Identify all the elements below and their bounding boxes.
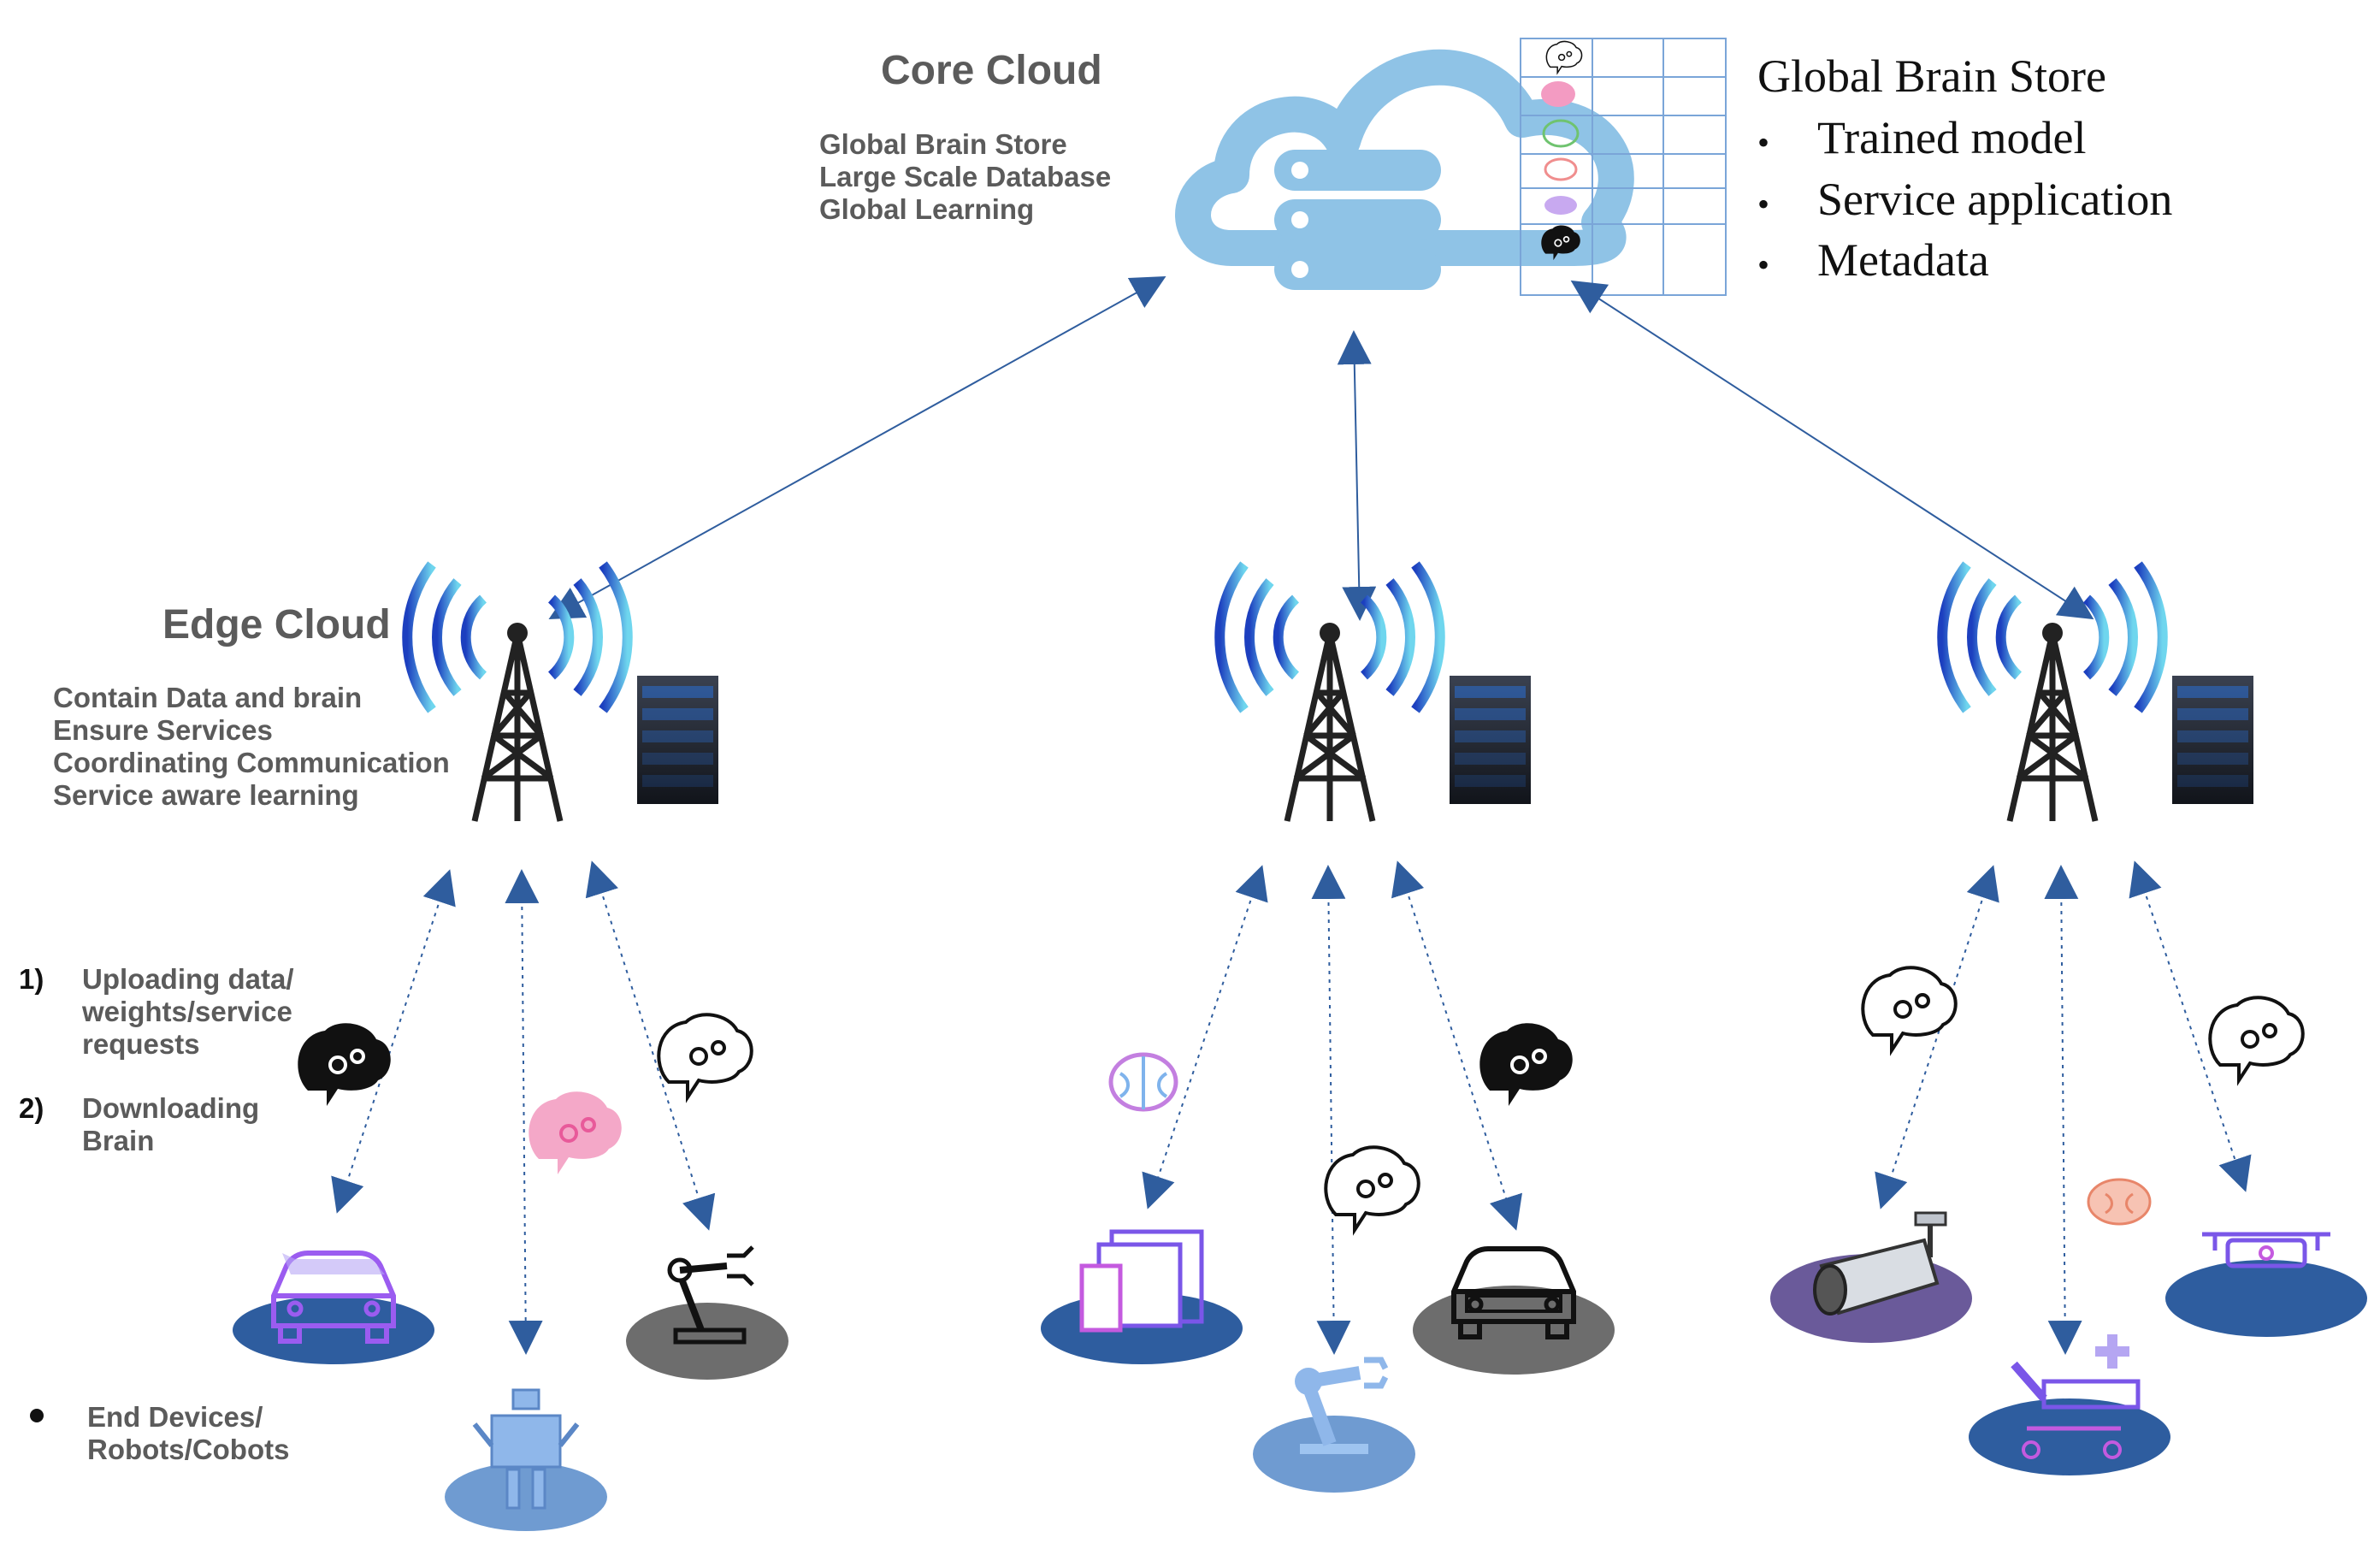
edge-cloud-line-1: Contain Data and brain [53,682,363,713]
brain-store-title: Global Brain Store [1757,50,2106,102]
edge-cloud-line-3: Coordinating Communication [53,747,450,778]
medical-robot-device [1969,1334,2170,1475]
core-cloud-line-3: Global Learning [819,193,1035,225]
brain-gear-icon [657,1013,753,1099]
tablet-device [1041,1229,1243,1364]
brain-store-item-1: •Trained model [1757,112,2087,163]
edge-cloud-line-4: Service aware learning [53,779,359,811]
legend-devices-line-2: Robots/Cobots [87,1434,290,1465]
robot-arm-device [626,1245,788,1380]
legend-step-1-line-1: Uploading data/ [82,963,294,995]
legend-step-1-line-2: weights/service [82,996,292,1027]
legend-step-2-number: 2) [19,1092,44,1124]
cell-tower-icon [1942,565,2253,821]
car-device [1413,1249,1615,1375]
cell-tower-icon [407,565,718,821]
brain-gear-icon [2208,996,2305,1082]
edge-cloud-line-2: Ensure Services [53,714,273,746]
brain-store-item-2: •Service application [1757,174,2173,225]
brain-store-icons [1540,40,1583,262]
robot-arm-device [1253,1357,1415,1493]
legend-step-2-line-2: Brain [82,1125,155,1156]
core-cloud-icon [1175,49,1634,290]
brain-icon [2087,1178,2152,1226]
core-edge-links [548,276,2094,621]
brain-gear-icon [529,1091,622,1174]
core-cloud-title: Core Cloud [881,48,1102,93]
legend-step-1-number: 1) [19,963,44,995]
brain-store-table [1520,38,1727,296]
legend-devices-line-1: End Devices/ [87,1401,263,1433]
edge-cloud-title: Edge Cloud [162,602,391,647]
security-camera-device [1770,1211,1972,1343]
legend-step-2-line-1: Downloading [82,1092,260,1124]
brain-store-item-3: •Metadata [1757,234,1989,286]
core-cloud-line-1: Global Brain Store [819,128,1067,160]
edge-device-links [331,860,2252,1355]
brain-gear-icon [1324,1145,1420,1232]
robot-device [445,1388,607,1531]
legend-bullet [30,1409,44,1422]
car-device [233,1253,434,1364]
brain-gear-icon [1861,966,1958,1052]
brain-icon [1108,1052,1178,1112]
brain-gear-icon [1478,1021,1574,1108]
drone-device [2165,1232,2367,1337]
legend-step-1-line-3: requests [82,1028,200,1060]
cell-tower-icon [1220,565,1531,821]
core-cloud-line-2: Large Scale Database [819,161,1112,192]
